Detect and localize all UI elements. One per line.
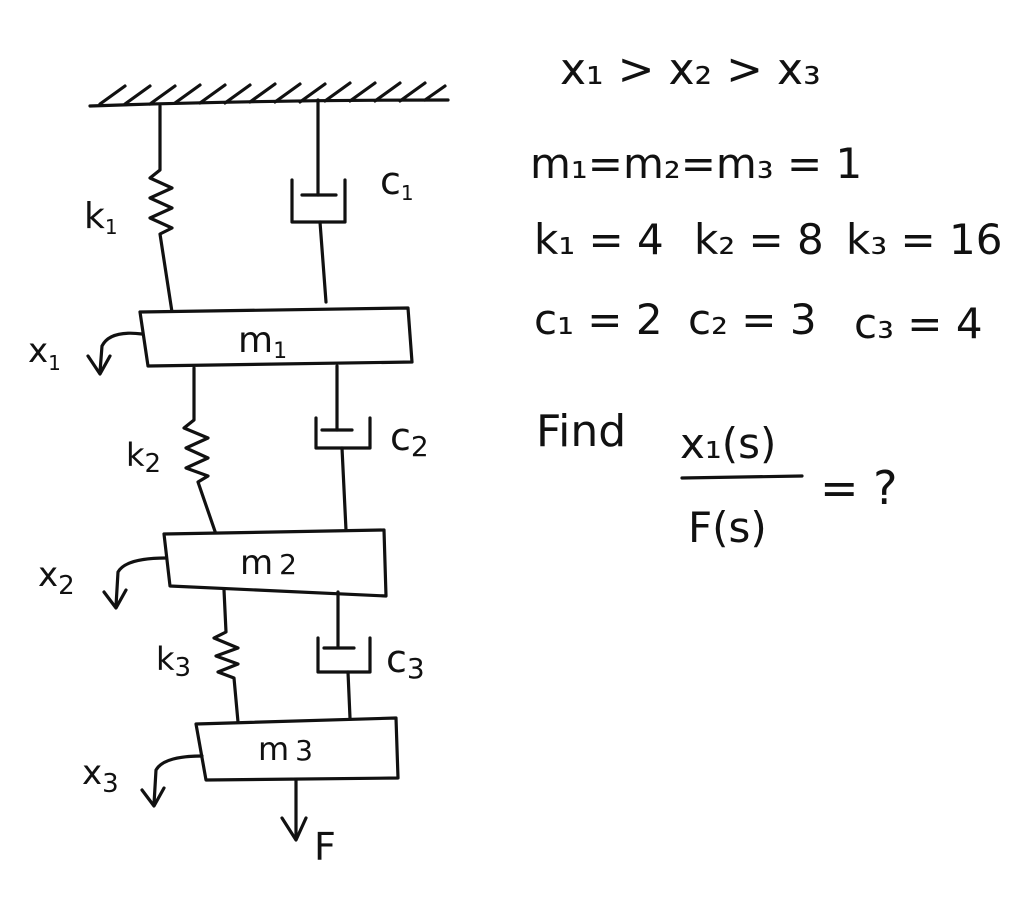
label-force: F — [314, 825, 336, 869]
note-k2: k₂ = 8 — [694, 215, 824, 264]
note-c1: c₁ = 2 — [534, 295, 663, 344]
spring-k2 — [182, 366, 220, 542]
note-find: Find — [536, 406, 626, 457]
label-c2: c2 — [390, 415, 429, 463]
note-c3: c₃ = 4 — [854, 299, 983, 348]
note-k3: k₃ = 16 — [846, 215, 1003, 264]
note-c2: c₂ = 3 — [688, 295, 817, 344]
spring-k1 — [148, 104, 174, 314]
note-ordering: x₁ > x₂ > x₃ — [560, 44, 821, 95]
note-masses: m₁=m₂=m₃ = 1 — [530, 139, 862, 188]
displacement-arrow-x1 — [86, 331, 144, 376]
force-arrow — [280, 778, 308, 842]
damper-c3 — [316, 590, 372, 720]
note-k1: k₁ = 4 — [534, 215, 664, 264]
label-m1: m1 — [238, 320, 287, 364]
label-k2: k2 — [126, 436, 161, 479]
fraction-numerator: x₁(s) — [680, 419, 776, 468]
label-c1: c1 — [380, 159, 414, 205]
label-x3: x3 — [82, 753, 119, 799]
note-equals-question: = ? — [820, 461, 898, 515]
label-k3: k3 — [156, 640, 191, 683]
damper-c1 — [290, 98, 347, 304]
label-c3: c3 — [386, 637, 425, 685]
mass-m2 — [162, 528, 388, 598]
fraction-bar — [680, 474, 804, 480]
spring-k3 — [212, 588, 240, 724]
displacement-arrow-x3 — [140, 754, 204, 808]
label-x1: x1 — [28, 331, 61, 375]
damper-c2 — [314, 364, 372, 532]
label-x2: x2 — [38, 555, 75, 601]
displacement-arrow-x2 — [102, 556, 168, 610]
label-k1: k1 — [84, 196, 118, 239]
ceiling-support — [88, 81, 450, 108]
mass-m3 — [194, 716, 400, 782]
fraction-denominator: F(s) — [688, 503, 767, 552]
mass-m1 — [138, 306, 414, 368]
